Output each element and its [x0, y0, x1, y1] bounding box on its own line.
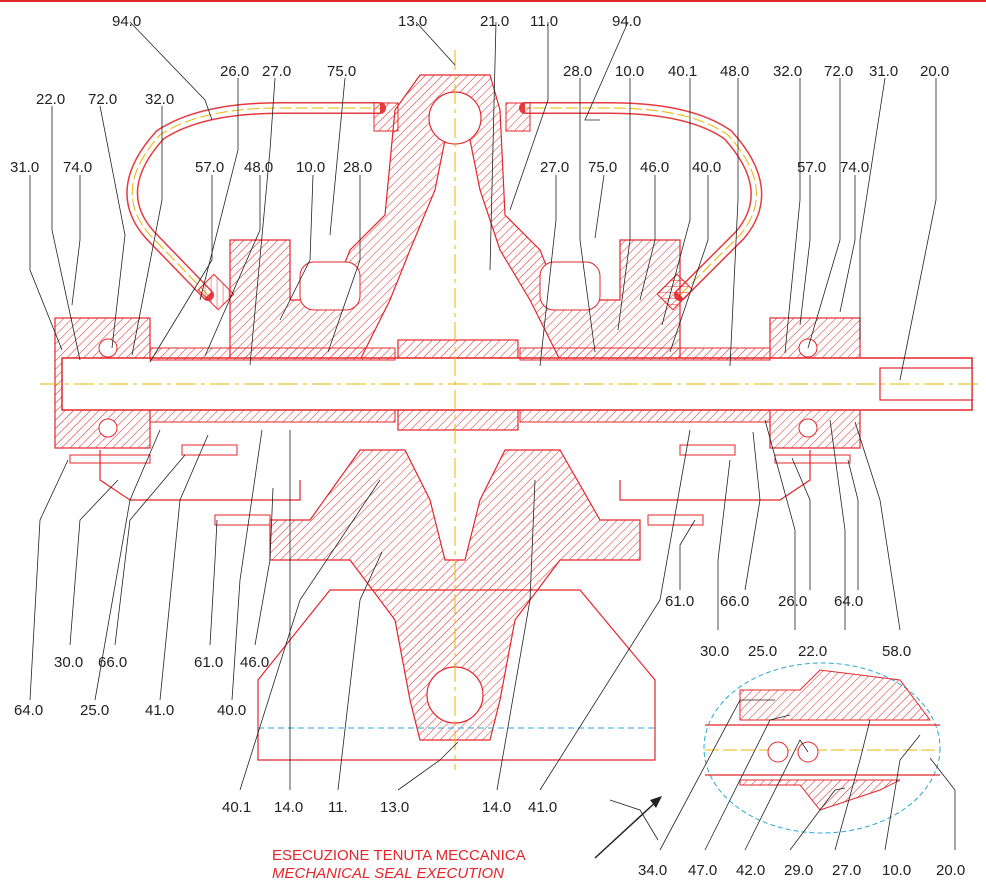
part-label: 26.0: [778, 593, 808, 610]
part-label: 31.0: [10, 159, 40, 176]
part-label: 10.0: [882, 862, 912, 879]
part-label: 57.0: [797, 159, 827, 176]
part-label: 13.0: [380, 799, 410, 816]
part-label: 66.0: [98, 654, 128, 671]
part-label: 48.0: [244, 159, 274, 176]
caption-english: MECHANICAL SEAL EXECUTION: [272, 865, 505, 882]
part-label: 57.0: [195, 159, 225, 176]
part-label: 58.0: [882, 643, 912, 660]
part-label: 22.0: [798, 643, 828, 660]
pump-base: [257, 589, 656, 761]
part-label: 25.0: [80, 702, 110, 719]
part-label: 11.0: [530, 13, 559, 30]
mechanical-seal-detail-circle: [703, 662, 941, 834]
mechanical-seal-detail: [705, 669, 940, 811]
part-label: 64.0: [834, 593, 864, 610]
part-label: 25.0: [748, 643, 778, 660]
part-label: 20.0: [920, 63, 950, 80]
part-label: 11.: [328, 799, 348, 816]
part-label: 94.0: [112, 13, 142, 30]
part-label: 42.0: [736, 862, 766, 879]
part-label: 46.0: [240, 654, 270, 671]
part-label: 41.0: [145, 702, 175, 719]
part-label: 72.0: [88, 91, 118, 108]
part-label: 27.0: [540, 159, 570, 176]
part-label: 13.0: [398, 13, 428, 30]
leader-lines: [29, 21, 937, 381]
part-label: 46.0: [640, 159, 670, 176]
part-label: 31.0: [869, 63, 899, 80]
part-label: 28.0: [343, 159, 373, 176]
part-label: 32.0: [145, 91, 175, 108]
part-label: 40.1: [668, 63, 698, 80]
part-label: 20.0: [936, 862, 966, 879]
part-label: 40.0: [692, 159, 722, 176]
part-label: 27.0: [832, 862, 862, 879]
part-label: 74.0: [63, 159, 93, 176]
part-label: 47.0: [688, 862, 718, 879]
part-label: 22.0: [36, 91, 66, 108]
part-label: 40.0: [217, 702, 247, 719]
part-label: 14.0: [482, 799, 512, 816]
part-label: 72.0: [824, 63, 854, 80]
part-label: 10.0: [615, 63, 645, 80]
part-label: 26.0: [220, 63, 250, 80]
part-label: 61.0: [194, 654, 224, 671]
part-label: 28.0: [563, 63, 593, 80]
part-label: 29.0: [784, 862, 814, 879]
part-label: 75.0: [588, 159, 618, 176]
part-label: 74.0: [840, 159, 870, 176]
part-label: 40.1: [222, 799, 252, 816]
part-label: 94.0: [612, 13, 642, 30]
part-label: 14.0: [274, 799, 304, 816]
caption-italian: ESECUZIONE TENUTA MECCANICA: [272, 847, 526, 864]
part-label: 48.0: [720, 63, 750, 80]
part-label: 61.0: [665, 593, 695, 610]
part-label: 32.0: [773, 63, 803, 80]
part-label: 64.0: [14, 702, 44, 719]
part-label: 27.0: [262, 63, 292, 80]
part-label: 66.0: [720, 593, 750, 610]
part-label: 10.0: [296, 159, 326, 176]
part-label: 30.0: [700, 643, 730, 660]
part-label: 34.0: [638, 862, 668, 879]
part-label: 30.0: [54, 654, 84, 671]
part-label: 21.0: [480, 13, 510, 30]
part-label: 75.0: [327, 63, 357, 80]
part-label: 41.0: [528, 799, 558, 816]
